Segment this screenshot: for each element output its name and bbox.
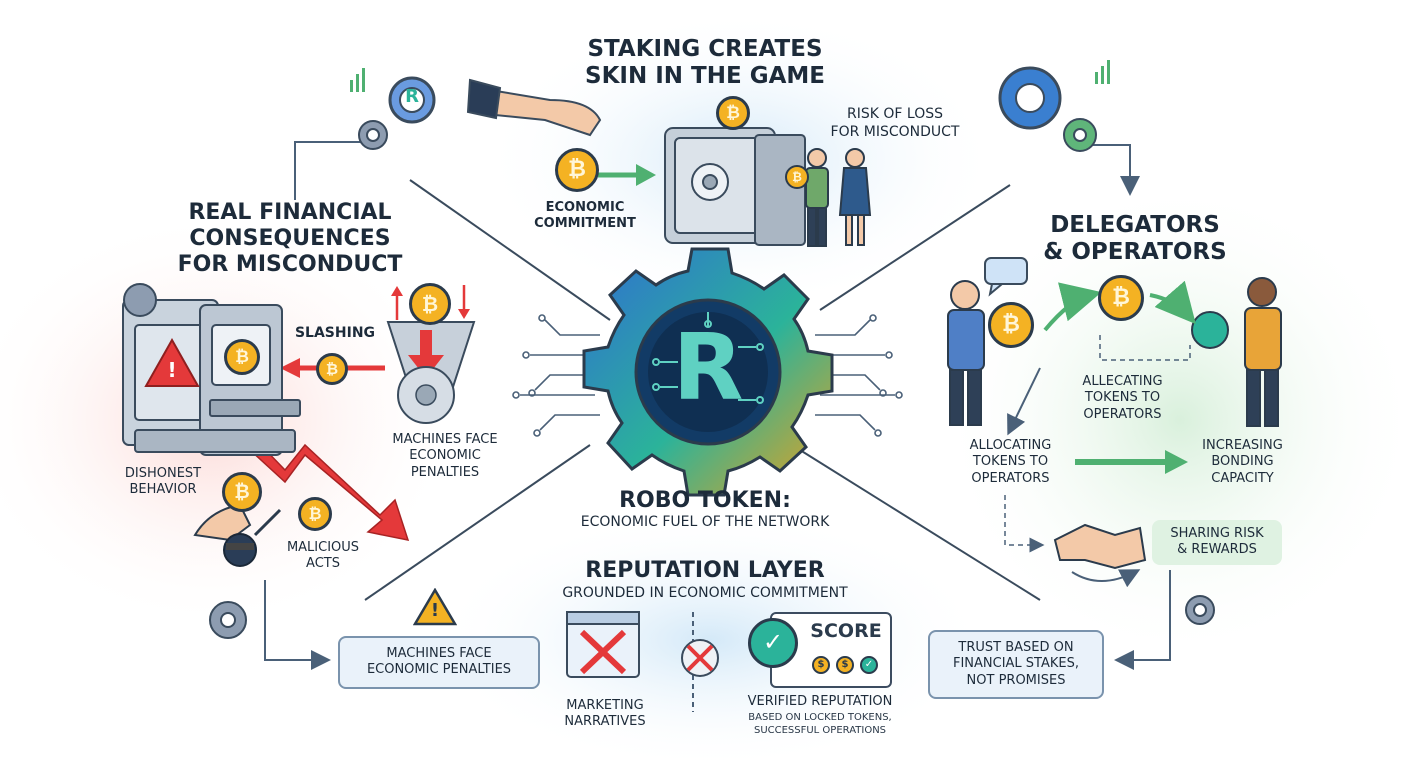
coin-icon: ₿ (316, 353, 348, 385)
coin-icon: ₿ (988, 302, 1034, 348)
dishonest-behavior-label: DISHONEST BEHAVIOR (124, 466, 202, 498)
trust-box: TRUST BASED ON FINANCIAL STAKES, NOT PRO… (928, 630, 1104, 699)
coin-icon: ₿ (785, 165, 809, 189)
increasing-bonding-label: INCREASING BONDING CAPACITY (1202, 438, 1283, 486)
score-check-icon: ✓ (860, 656, 878, 674)
slashing-label: SLASHING (294, 325, 376, 341)
marketing-narratives-label: MARKETING NARRATIVES (564, 698, 646, 730)
warning-icon: ! (167, 358, 177, 382)
verified-reputation-detail: BASED ON LOCKED TOKENS, SUCCESSFUL OPERA… (748, 712, 892, 736)
robo-gear-logo (582, 247, 834, 497)
allecating-label: ALLECATING TOKENS TO OPERATORS (1082, 374, 1163, 422)
delegators-title: DELEGATORS & OPERATORS (1043, 212, 1227, 266)
verified-check-icon: ✓ (748, 618, 798, 668)
malicious-acts-label: MALICIOUS ACTS (286, 540, 360, 572)
sharing-risk-box: SHARING RISK & REWARDS (1152, 520, 1282, 565)
robo-token-subtitle: ECONOMIC FUEL OF THE NETWORK (580, 514, 830, 530)
coin-icon: ₿ (224, 339, 260, 375)
coin-icon: ₿ (222, 472, 262, 512)
coin-icon: ₿ (716, 96, 750, 130)
reputation-subtitle: GROUNDED IN ECONOMIC COMMITMENT (562, 585, 848, 601)
small-r-logo-icon: R (405, 86, 419, 107)
machines-face-penalties-label: MACHINES FACE ECONOMIC PENALTIES (392, 432, 498, 480)
score-coin-icon: $ (836, 656, 854, 674)
coin-icon: ₿ (298, 497, 332, 531)
reputation-title: REPUTATION LAYER (585, 558, 825, 583)
consequences-title: REAL FINANCIAL CONSEQUENCES FOR MISCONDU… (177, 200, 403, 277)
verified-reputation-label: VERIFIED REPUTATION (747, 694, 893, 709)
staking-title: STAKING CREATES SKIN IN THE GAME (585, 36, 825, 90)
warning-icon (412, 587, 458, 626)
penalties-box: MACHINES FACE ECONOMIC PENALTIES (338, 636, 540, 689)
allocating-label: ALLOCATING TOKENS TO OPERATORS (969, 438, 1052, 486)
coin-icon: ₿ (555, 148, 599, 192)
robo-token-title: ROBO TOKEN: (619, 488, 791, 513)
coin-icon: ₿ (409, 283, 451, 325)
score-label: SCORE (810, 620, 882, 642)
robo-logo-letter: R (672, 314, 744, 421)
risk-of-loss-label: RISK OF LOSS FOR MISCONDUCT (830, 106, 960, 140)
warning-mark: ! (430, 600, 440, 621)
score-coin-icon: $ (812, 656, 830, 674)
coin-icon: ₿ (1098, 275, 1144, 321)
economic-commitment-label: ECONOMIC COMMITMENT (534, 200, 636, 232)
